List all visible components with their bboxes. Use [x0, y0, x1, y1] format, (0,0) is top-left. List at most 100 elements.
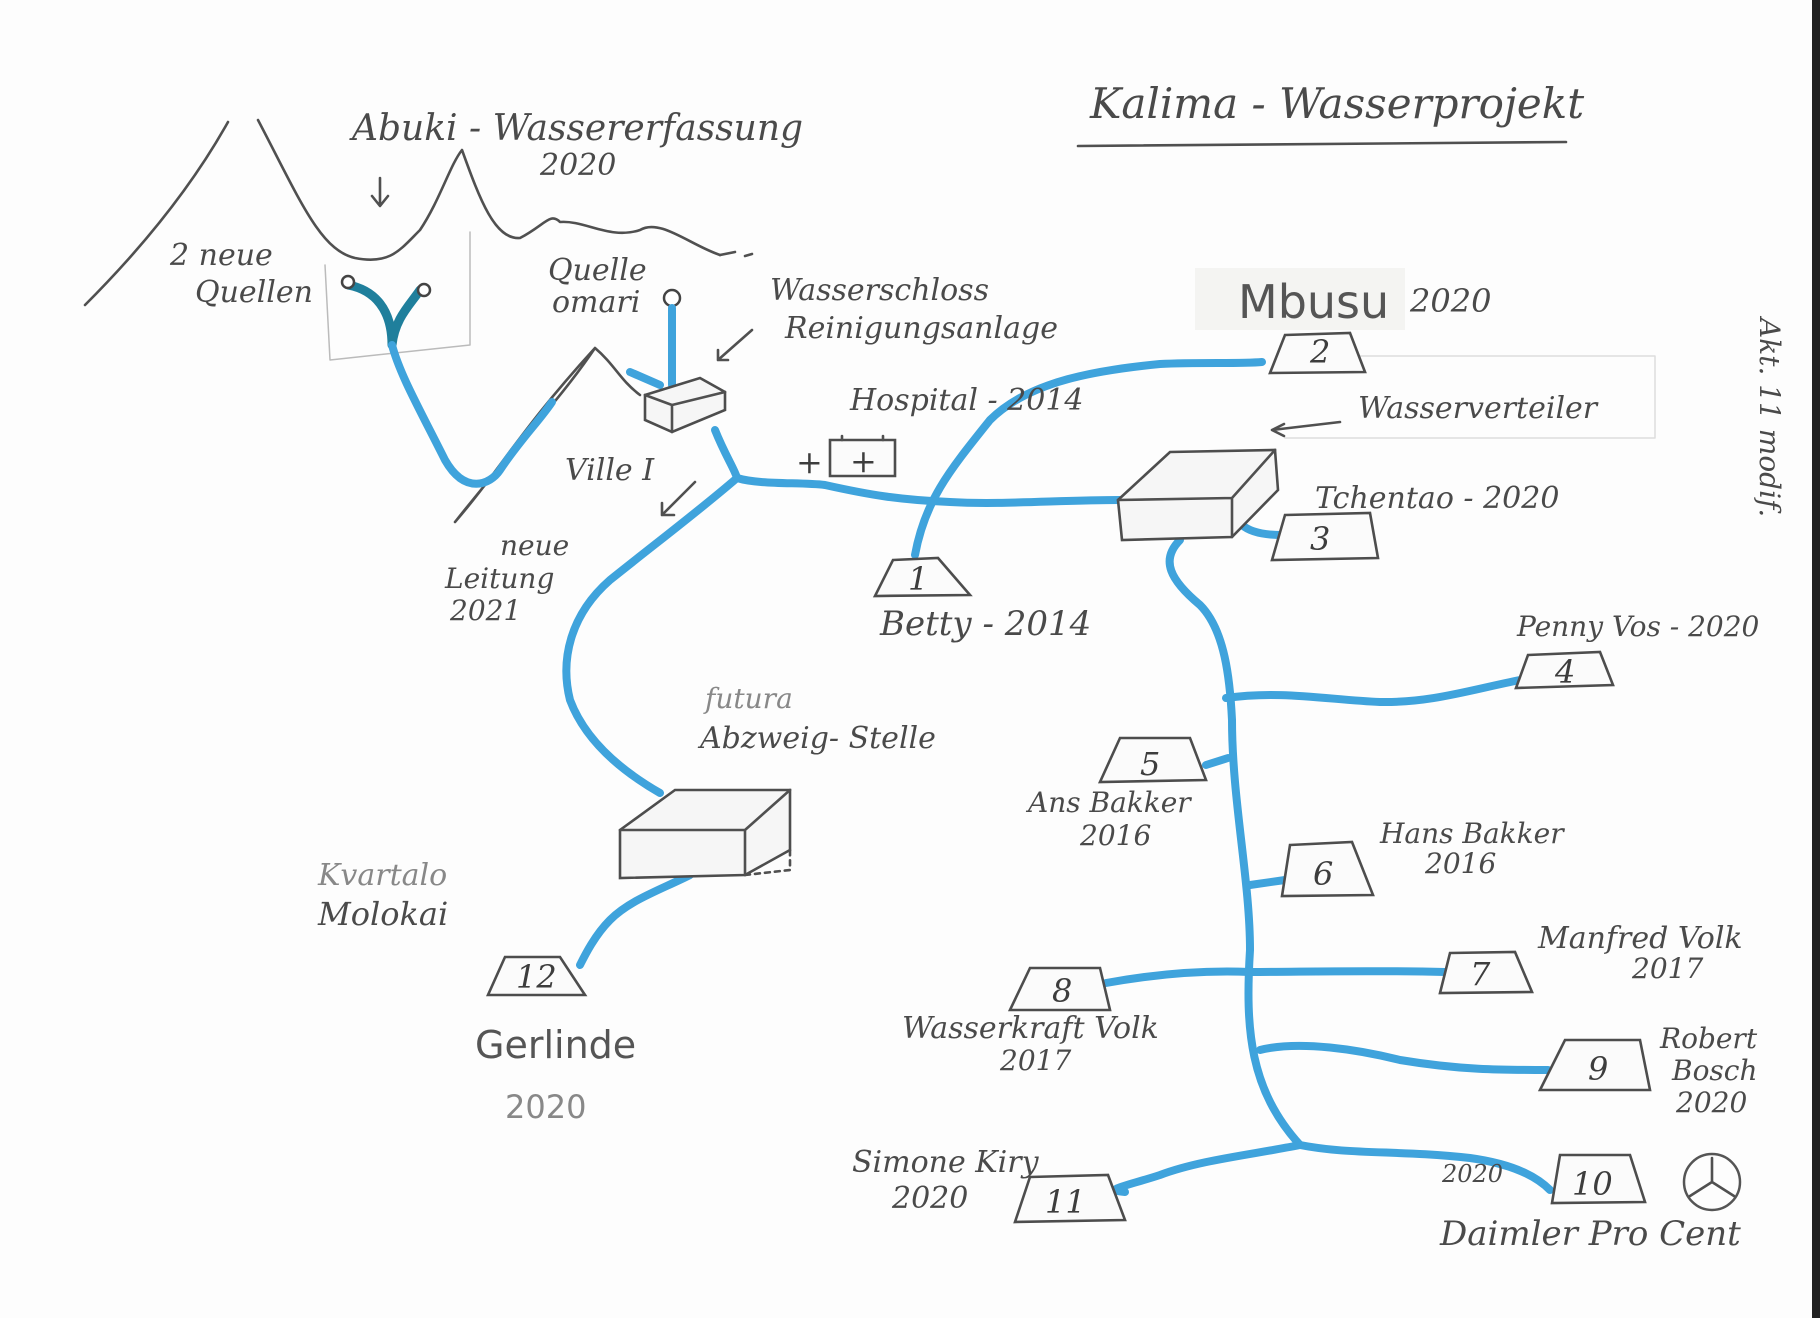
pipe-to-penny: [1222, 676, 1524, 707]
kvartalo-label-2: Molokai: [317, 895, 448, 933]
hill-ville: [453, 346, 642, 524]
wasserverteiler-arrow: [1270, 420, 1342, 438]
pipe-futura-to-gerlinde: [576, 871, 694, 969]
pipe-trunk: [1165, 536, 1304, 1149]
betty-label: Betty - 2014: [879, 604, 1091, 644]
pipe-to-wasserkraft: [1102, 967, 1254, 987]
station-9: 9: [1537, 1038, 1652, 1092]
quelle-omari-label-1: Quelle: [548, 253, 647, 288]
robert-label-1: Robert: [1659, 1022, 1758, 1055]
neue-leitung-label-1: neue: [500, 529, 569, 562]
simone-label-2: 2020: [891, 1181, 968, 1216]
mbusu-label: Mbusu: [1238, 275, 1389, 329]
svg-text:3: 3: [1310, 520, 1330, 558]
wasserschloss-label-2: Reinigungsanlage: [784, 311, 1058, 346]
station-1: 1: [872, 556, 973, 598]
svg-text:5: 5: [1140, 745, 1160, 783]
pipe-to-hans: [1246, 876, 1289, 889]
neue-leitung-label-2: Leitung: [444, 562, 554, 595]
ville-label: Ville I: [565, 453, 655, 488]
svg-text:2: 2: [1309, 333, 1330, 371]
title-underline: [1076, 140, 1568, 148]
pipe-to-tchentao: [1238, 521, 1286, 539]
wasserverteiler-box: [1116, 448, 1280, 542]
svg-text:12: 12: [516, 958, 557, 996]
gerlinde-label: Gerlinde: [475, 1023, 636, 1067]
pipe-new-line-to-futura: [562, 474, 741, 797]
hospital-cross: +: [850, 442, 877, 480]
abuki-label: Abuki - Wassererfassung: [349, 108, 803, 149]
station-5: 5: [1097, 736, 1208, 784]
kvartalo-label-1: Kvartalo: [317, 858, 447, 893]
manfred-label-2: 2017: [1631, 952, 1703, 985]
wasserschloss-arrow: [716, 328, 754, 362]
source-spring-right: [416, 282, 432, 298]
neue-quellen-label-1: 2 neue: [169, 238, 273, 273]
wasserverteiler-label: Wasserverteiler: [1358, 391, 1599, 426]
svg-text:11: 11: [1045, 1183, 1086, 1221]
svg-text:10: 10: [1572, 1165, 1613, 1203]
futura-label-1: futura: [703, 682, 793, 715]
station-7: 7: [1438, 950, 1534, 995]
pipe-source-to-ville: [388, 341, 556, 488]
station-2: 2: [1268, 331, 1367, 375]
hospital-label: Hospital - 2014: [849, 383, 1084, 418]
pipe-wasserschloss-to-junction: [711, 426, 741, 482]
pipe-to-simone: [1111, 1141, 1304, 1196]
wasserkraft-label-2: 2017: [999, 1044, 1071, 1077]
new-line-arrow: [660, 480, 697, 517]
station-4: 4: [1514, 650, 1615, 691]
svg-text:9: 9: [1588, 1050, 1608, 1088]
hans-label-2: 2016: [1424, 847, 1496, 880]
pipe-to-manfred: [1246, 967, 1449, 976]
pipe-to-mbusu: [911, 358, 1266, 559]
wasserkraft-label-1: Wasserkraft Volk: [902, 1011, 1159, 1046]
tchentao-label: Tchentao - 2020: [1315, 481, 1559, 516]
quelle-omari-spring: [662, 288, 682, 308]
ans-label-1: Ans Bakker: [1025, 786, 1192, 819]
wasserverteiler-label-box: [1284, 355, 1656, 439]
pipe-to-daimler: [1296, 1141, 1554, 1194]
abuki-year: 2020: [539, 148, 616, 183]
hospital-plus-mark: +: [796, 443, 823, 481]
penny-label: Penny Vos - 2020: [1516, 610, 1759, 643]
svg-text:4: 4: [1554, 653, 1575, 691]
quelle-omari-label-2: omari: [552, 285, 640, 320]
mountain-ridge: [83, 118, 722, 307]
station-6: 6: [1280, 840, 1375, 898]
wasserschloss-box: [643, 376, 727, 434]
pipe-to-robert: [1256, 1041, 1552, 1074]
margin-note: Akt. 11 modif.: [1753, 315, 1786, 517]
robert-label-3: 2020: [1675, 1086, 1747, 1119]
hans-label-1: Hans Bakker: [1379, 817, 1565, 850]
futura-label-2: Abzweig- Stelle: [697, 721, 936, 756]
star-logo-icon: [1682, 1152, 1742, 1212]
robert-label-2: Bosch: [1671, 1054, 1758, 1087]
svg-text:7: 7: [1470, 955, 1491, 993]
pipe-main-east: [733, 474, 1124, 507]
wasserschloss-label-1: Wasserschloss: [770, 273, 989, 308]
futura-junction-box: [618, 788, 792, 880]
neue-quellen-label-2: Quellen: [195, 275, 313, 310]
source-y-pipe: [343, 280, 425, 350]
source-box-outline: [324, 231, 471, 361]
station-3: 3: [1270, 511, 1380, 562]
svg-text:8: 8: [1052, 972, 1072, 1010]
svg-text:6: 6: [1313, 855, 1333, 893]
page-edge: [1812, 0, 1820, 1318]
svg-text:1: 1: [908, 560, 928, 598]
daimler-label: Daimler Pro Cent: [1439, 1214, 1741, 1254]
pipe-to-ans: [1202, 754, 1232, 769]
mbusu-paper-patch: [1195, 268, 1405, 330]
daimler-year: 2020: [1441, 1160, 1503, 1188]
station-11: 11: [1013, 1173, 1127, 1224]
gerlinde-year: 2020: [505, 1088, 586, 1126]
simone-label-1: Simone Kiry: [852, 1145, 1040, 1180]
station-10: 10: [1550, 1153, 1647, 1205]
pipe-hill-to-wasserschloss: [626, 368, 664, 389]
ans-label-2: 2016: [1079, 819, 1151, 852]
mbusu-year: 2020: [1409, 282, 1491, 320]
station-8: 8: [1007, 966, 1112, 1012]
neue-leitung-label-3: 2021: [449, 594, 521, 627]
